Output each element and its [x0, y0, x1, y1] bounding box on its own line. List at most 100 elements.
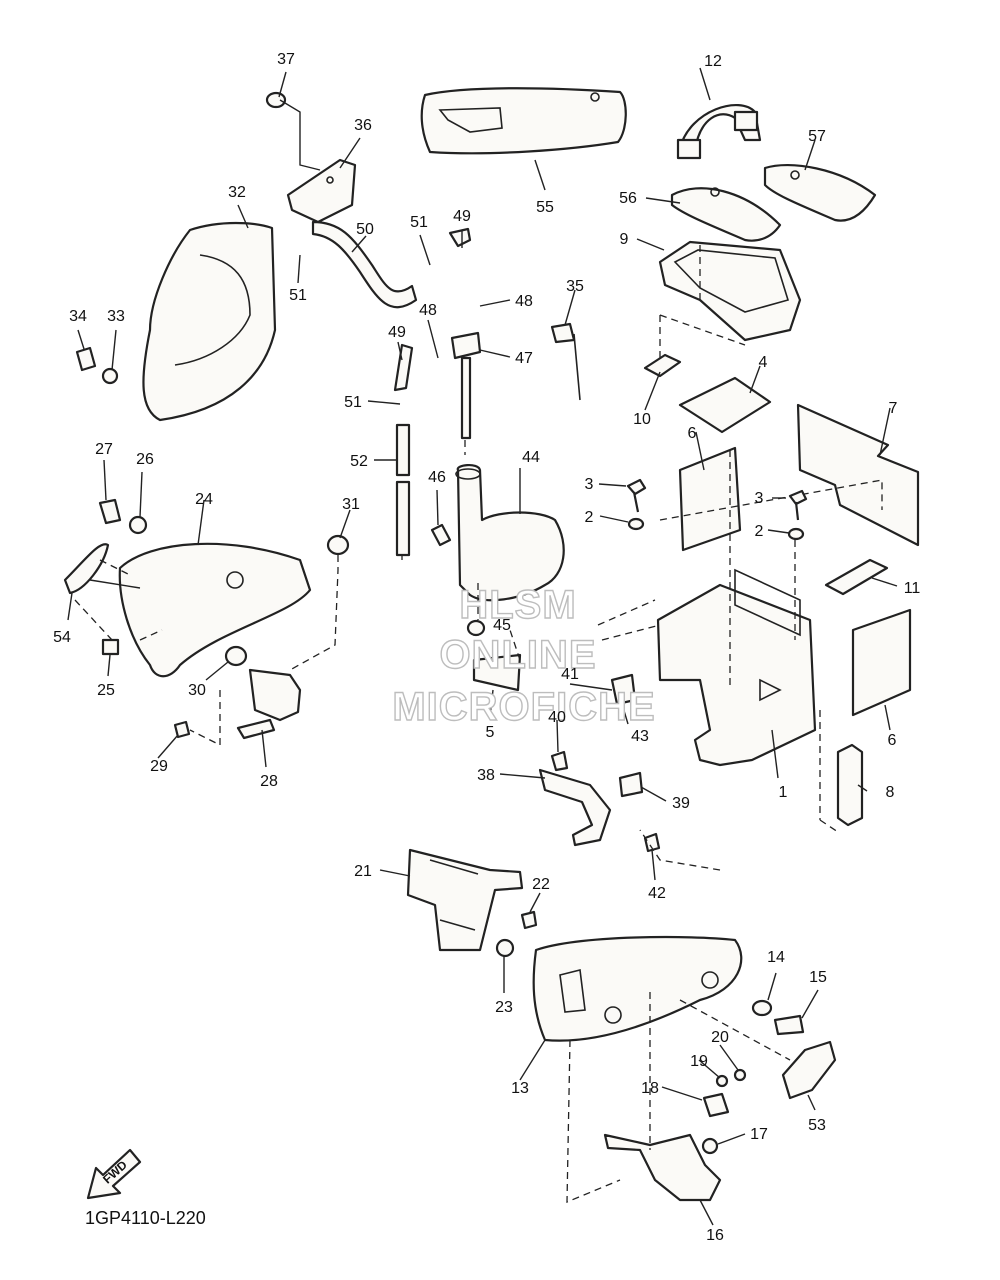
- part-38-bracket: [538, 768, 612, 847]
- part-45-grommet: [466, 619, 486, 637]
- part-41-43-connector: [610, 673, 637, 706]
- callout-7: 7: [889, 400, 898, 417]
- callout-49-top: 49: [453, 208, 471, 225]
- callout-25: 25: [97, 682, 115, 699]
- part-31-grommet: [326, 534, 350, 556]
- part-19-washer: [715, 1074, 729, 1088]
- part-52-hose: [395, 423, 411, 557]
- callout-38: 38: [477, 767, 495, 784]
- part-50-hose: [311, 220, 418, 309]
- callout-9: 9: [620, 231, 629, 248]
- part-27-bolt: [98, 498, 122, 525]
- callout-54: 54: [53, 629, 71, 646]
- callout-49-lower: 49: [388, 324, 406, 341]
- part-5-cover: [472, 653, 522, 692]
- callout-39: 39: [672, 795, 690, 812]
- callout-14: 14: [767, 949, 785, 966]
- callout-26: 26: [136, 451, 154, 468]
- part-15-bolt: [773, 1014, 805, 1036]
- part-1-battery-box: [597, 450, 817, 767]
- callouts: 37 36 32 34 33 51 50 51 49 48 47 48 49 5…: [53, 51, 920, 1244]
- part-18-lock: [702, 1092, 730, 1118]
- part-2-washer-right: [787, 527, 805, 541]
- part-57-pad: [763, 163, 877, 222]
- part-30-grommet: [224, 645, 248, 667]
- fwd-arrow-icon: FWD: [86, 1148, 142, 1200]
- part-22-bolt: [520, 910, 538, 930]
- callout-42: 42: [648, 885, 666, 902]
- leader-lines: [67, 67, 898, 1226]
- part-3-bolt-left: [626, 478, 647, 513]
- part-23-grommet: [495, 938, 515, 958]
- part-36-bracket: [286, 158, 357, 224]
- callout-47: 47: [515, 350, 533, 367]
- part-44-tank: [455, 464, 565, 602]
- part-55-cover-plate: [420, 87, 627, 155]
- watermark: HLSM ONLINE MICROFICHE: [392, 582, 656, 729]
- callout-41: 41: [561, 666, 579, 683]
- part-53-reflector: [781, 1040, 837, 1100]
- watermark-line-1: HLSM: [459, 583, 576, 627]
- watermark-line-2: ONLINE: [439, 633, 596, 677]
- callout-40: 40: [548, 709, 566, 726]
- part-32-side-cover: [142, 221, 277, 422]
- callout-31: 31: [342, 496, 360, 513]
- part-13-side-cover-right: [532, 935, 743, 1042]
- part-56-pad: [670, 187, 782, 242]
- callout-55: 55: [536, 199, 554, 216]
- callout-57: 57: [808, 128, 826, 145]
- assembly-lines: [74, 440, 791, 1203]
- callout-24: 24: [195, 491, 213, 508]
- callout-4: 4: [759, 354, 768, 371]
- callout-36: 36: [354, 117, 372, 134]
- part-16-latch: [603, 1133, 722, 1202]
- diagram-code: 1GP4110-L220: [85, 1208, 206, 1228]
- part-6-sheet-lower: [851, 608, 912, 717]
- callout-34: 34: [69, 308, 87, 325]
- part-49-elbow: [393, 343, 414, 392]
- part-9-tray: [658, 240, 802, 360]
- callout-48-left: 48: [419, 302, 437, 319]
- part-14-washer: [751, 999, 773, 1017]
- callout-37: 37: [277, 51, 295, 68]
- callout-52: 52: [350, 453, 368, 470]
- part-34-bolt: [75, 346, 97, 372]
- callout-29: 29: [150, 758, 168, 775]
- callout-3-right: 3: [755, 490, 764, 507]
- part-37-nut: [265, 91, 287, 109]
- part-25-plate: [101, 638, 120, 656]
- part-49-elbow-upper: [448, 227, 472, 248]
- part-8-block: [819, 710, 864, 833]
- part-46-bolt: [430, 523, 452, 547]
- callout-19: 19: [690, 1053, 708, 1070]
- callout-1: 1: [779, 784, 788, 801]
- part-35-sensor: [550, 322, 581, 401]
- callout-22: 22: [532, 876, 550, 893]
- part-2-washer-left: [627, 517, 645, 531]
- callout-50: 50: [356, 221, 374, 238]
- callout-53: 53: [808, 1117, 826, 1134]
- part-20-nut: [733, 1068, 747, 1082]
- part-24-side-cover-left: [118, 542, 312, 678]
- callout-8: 8: [886, 784, 895, 801]
- callout-33: 33: [107, 308, 125, 325]
- callout-28: 28: [260, 773, 278, 790]
- callout-21: 21: [354, 863, 372, 880]
- part-33-washer: [101, 367, 119, 385]
- callout-2-right: 2: [755, 523, 764, 540]
- callout-51-left: 51: [289, 287, 307, 304]
- part-21-bracket: [406, 848, 524, 952]
- callout-23: 23: [495, 999, 513, 1016]
- part-42-bolt: [643, 832, 661, 853]
- callout-35: 35: [566, 278, 584, 295]
- part-29-bolt: [173, 720, 191, 739]
- callout-27: 27: [95, 441, 113, 458]
- callout-3-left: 3: [585, 476, 594, 493]
- callout-13: 13: [511, 1080, 529, 1097]
- callout-30: 30: [188, 682, 206, 699]
- callout-18: 18: [641, 1080, 659, 1097]
- part-11-strip: [824, 558, 889, 596]
- part-10-pad: [643, 353, 682, 378]
- callout-10: 10: [633, 411, 651, 428]
